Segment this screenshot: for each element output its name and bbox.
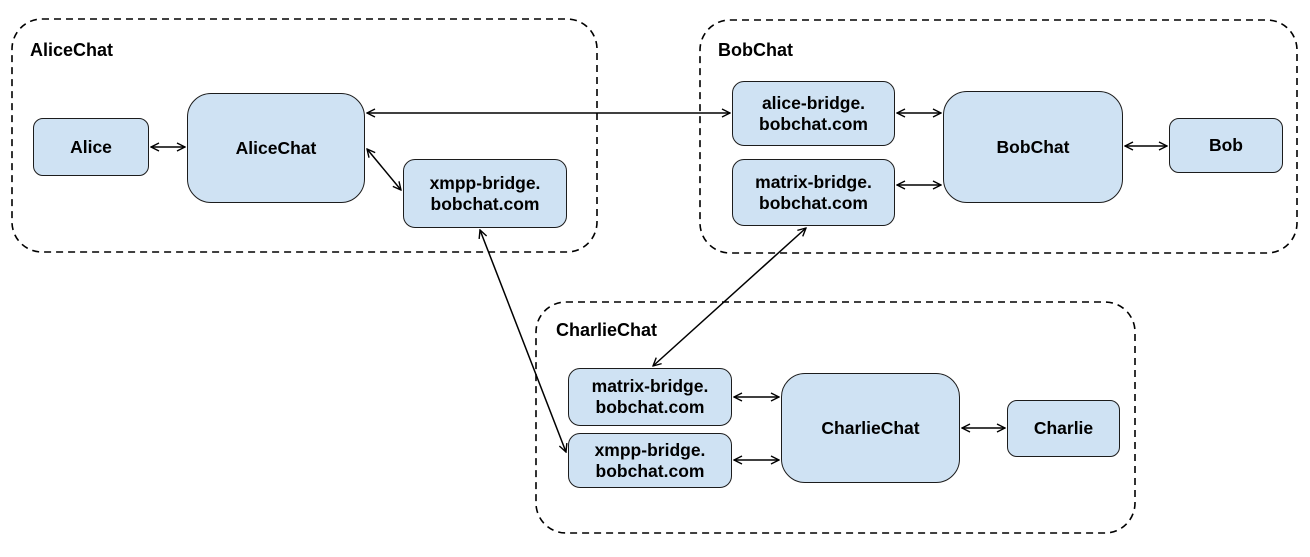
group-bobchat-label: BobChat [718, 40, 793, 60]
node-xmpp-bridge-charliechat-label-line-1: bobchat.com [595, 460, 705, 481]
node-matrix-bridge-charliechat: matrix-bridge.bobchat.com [568, 368, 732, 426]
node-alice-bridge-bobchat: alice-bridge.bobchat.com [732, 81, 895, 146]
node-alice-bridge-bobchat-label-line-0: alice-bridge. [761, 92, 866, 113]
node-bobchat-server-label-line-0: BobChat [996, 136, 1070, 157]
node-bob: Bob [1169, 118, 1283, 173]
edge-alicechat--xmpp-bridge-alicechat [367, 149, 401, 190]
group-charliechat-label: CharlieChat [556, 320, 658, 340]
node-charliechat-server: CharlieChat [781, 373, 960, 483]
node-bob-label-line-0: Bob [1208, 135, 1244, 155]
node-xmpp-bridge-alicechat-label-line-0: xmpp-bridge. [429, 172, 541, 193]
node-xmpp-bridge-charliechat-label-line-0: xmpp-bridge. [594, 439, 706, 460]
group-alicechat-label: AliceChat [30, 40, 114, 60]
node-matrix-bridge-charliechat-label-line-1: bobchat.com [595, 397, 705, 417]
edge-matrix-bridge-bobchat--matrix-bridge-charliechat [653, 228, 806, 366]
edge-xmpp-bridge-alicechat--xmpp-bridge-charliechat [480, 230, 566, 452]
node-bobchat-server: BobChat [943, 91, 1123, 203]
node-charliechat-server-label-line-0: CharlieChat [821, 417, 920, 438]
node-alice-label-line-0: Alice [70, 136, 112, 157]
node-matrix-bridge-charliechat-label-line-0: matrix-bridge. [591, 376, 709, 396]
node-xmpp-bridge-charliechat: xmpp-bridge.bobchat.com [568, 433, 732, 488]
node-matrix-bridge-bobchat-label-line-0: matrix-bridge. [755, 171, 872, 192]
node-charlie-label-line-0: Charlie [1033, 418, 1094, 438]
node-alicechat-server-label-line-0: AliceChat [235, 137, 317, 158]
node-matrix-bridge-bobchat-label-line-1: bobchat.com [759, 192, 868, 213]
node-matrix-bridge-bobchat: matrix-bridge.bobchat.com [732, 159, 895, 226]
node-xmpp-bridge-alicechat: xmpp-bridge.bobchat.com [403, 159, 567, 228]
node-alice: Alice [33, 118, 149, 176]
node-alice-bridge-bobchat-label-line-1: bobchat.com [759, 113, 868, 134]
node-charlie: Charlie [1007, 400, 1120, 457]
node-alicechat-server: AliceChat [187, 93, 365, 203]
node-xmpp-bridge-alicechat-label-line-1: bobchat.com [430, 193, 540, 214]
